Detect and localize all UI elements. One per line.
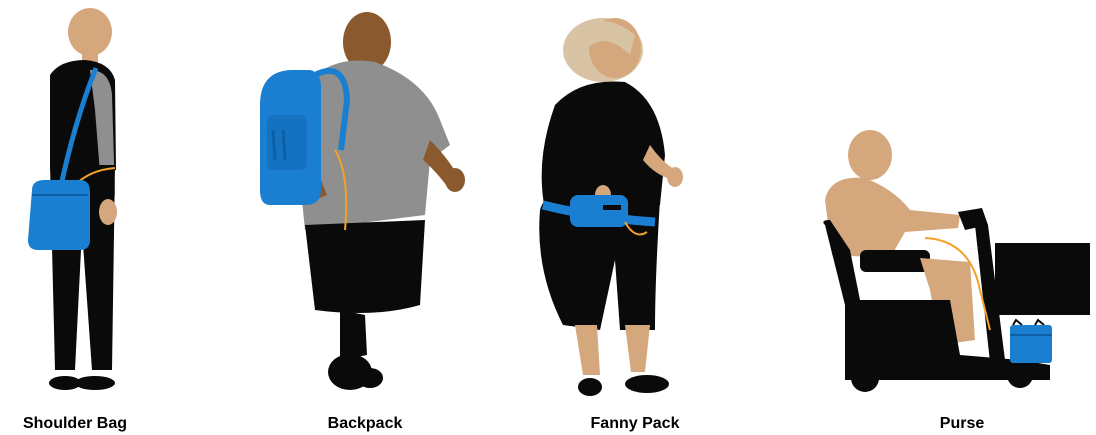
head <box>68 8 112 56</box>
fanny-pack-icon <box>570 195 628 227</box>
shoulder-bag-icon <box>28 180 90 250</box>
label-fanny-pack: Fanny Pack <box>565 413 705 435</box>
label-purse: Purse <box>892 413 1032 435</box>
label-shoulder-bag: Shoulder Bag <box>5 413 145 435</box>
purse-figure <box>820 0 1096 400</box>
fanny-pack-figure <box>535 0 700 400</box>
head <box>848 130 892 180</box>
backpack-figure <box>255 0 470 400</box>
purse-icon <box>1010 325 1052 363</box>
shoulder-bag-figure <box>20 0 130 400</box>
label-backpack: Backpack <box>295 413 435 435</box>
